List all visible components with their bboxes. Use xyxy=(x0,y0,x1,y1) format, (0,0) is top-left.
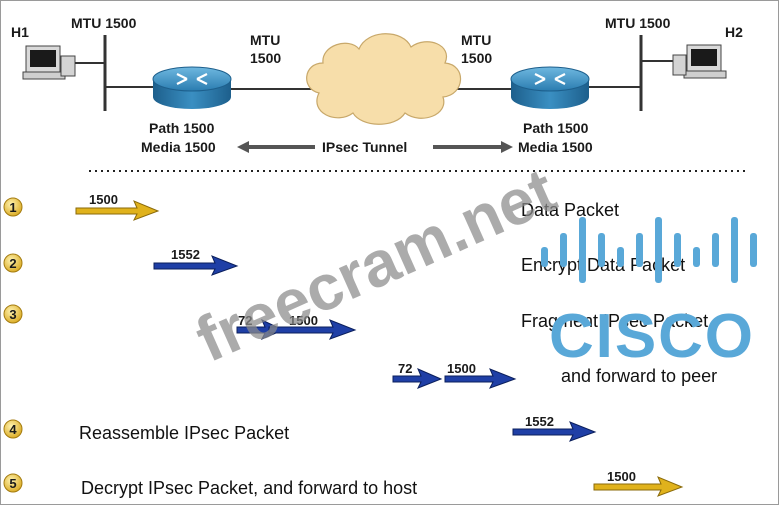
internet-cloud-icon xyxy=(306,33,462,125)
left-router-mtu-line1: MTU xyxy=(250,32,280,48)
packet-arrow-forwarded-fragment-72: 72 xyxy=(392,361,443,389)
packet-size-label: 1552 xyxy=(171,247,200,262)
packet-size-label: 1500 xyxy=(89,192,118,207)
packet-size-label: 1500 xyxy=(289,313,318,328)
left-media-label: Media 1500 xyxy=(141,139,216,155)
ipsec-tunnel-label: IPsec Tunnel xyxy=(322,139,407,155)
svg-text:5: 5 xyxy=(9,476,16,491)
h1-mtu-label: MTU 1500 xyxy=(71,15,137,31)
step-3-label: Fragment IPsec Packet xyxy=(521,311,708,331)
packet-size-label: 1500 xyxy=(447,361,476,376)
packet-arrow-reassembled-1552: 1552 xyxy=(512,414,597,442)
packet-arrow-forwarded-fragment-1500: 1500 xyxy=(444,361,517,389)
tunnel-left-arrow xyxy=(237,141,315,153)
cisco-logo: CISCO xyxy=(541,217,757,371)
left-router-mtu-line2: 1500 xyxy=(250,50,281,66)
right-router-icon xyxy=(510,66,590,109)
host-h2-label: H2 xyxy=(725,24,743,40)
step-4-label: Reassemble IPsec Packet xyxy=(79,423,289,443)
step-2-badge: 2 xyxy=(3,253,23,273)
step-5-label: Decrypt IPsec Packet, and forward to hos… xyxy=(81,478,417,498)
step-1-label: Data Packet xyxy=(521,200,619,220)
tunnel-right-arrow xyxy=(433,141,513,153)
packet-arrow-decrypted-1500: 1500 xyxy=(593,469,684,497)
packet-size-label: 1500 xyxy=(607,469,636,484)
watermark: freecram.net xyxy=(185,154,565,376)
right-path-label: Path 1500 xyxy=(523,120,589,136)
step-5-badge: 5 xyxy=(3,473,23,493)
packet-arrow-fragment-1500: 1500 xyxy=(268,313,357,340)
right-router-mtu-line1: MTU xyxy=(461,32,491,48)
cisco-wordmark: CISCO xyxy=(549,302,753,371)
svg-text:2: 2 xyxy=(9,256,16,271)
host-h2-computer-icon xyxy=(672,44,727,79)
right-media-label: Media 1500 xyxy=(518,139,593,155)
svg-text:4: 4 xyxy=(9,422,17,437)
left-router-icon xyxy=(152,66,232,109)
step-3-badge: 3 xyxy=(3,304,23,324)
packet-size-label: 72 xyxy=(238,313,252,328)
packet-size-label: 1552 xyxy=(525,414,554,429)
left-path-label: Path 1500 xyxy=(149,120,215,136)
h2-mtu-label: MTU 1500 xyxy=(605,15,671,31)
packet-arrow-data-1500: 1500 xyxy=(75,192,160,221)
svg-text:1: 1 xyxy=(9,200,16,215)
packet-arrow-fragment-72: 72 xyxy=(236,313,285,340)
svg-text:3: 3 xyxy=(9,307,16,322)
step-1-badge: 1 xyxy=(3,197,23,217)
step-4-badge: 4 xyxy=(3,419,23,439)
step-3-label-continued: and forward to peer xyxy=(561,366,717,386)
right-router-mtu-line2: 1500 xyxy=(461,50,492,66)
packet-size-label: 72 xyxy=(398,361,412,376)
host-h1-computer-icon xyxy=(22,45,76,80)
host-h1-label: H1 xyxy=(11,24,29,40)
packet-arrow-encrypted-1552: 1552 xyxy=(153,247,239,276)
